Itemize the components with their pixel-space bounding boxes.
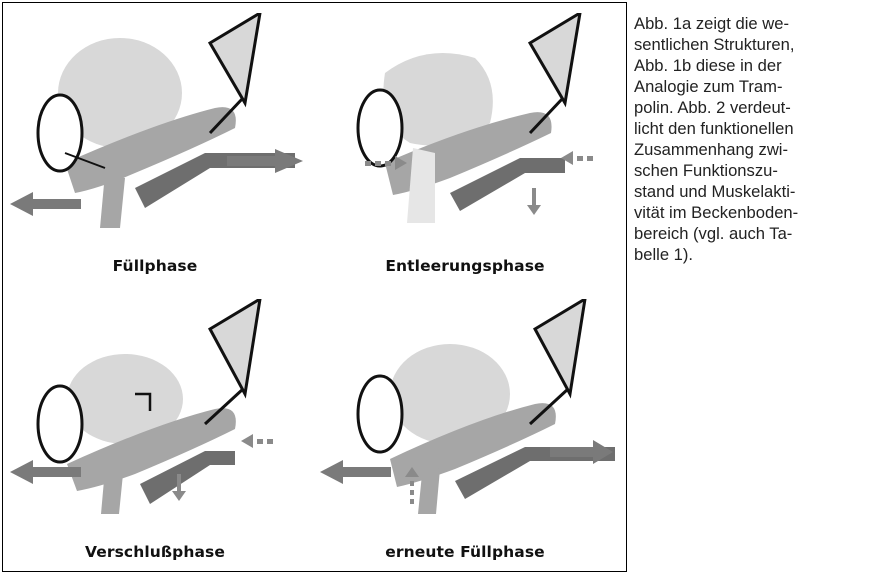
sacrum-wedge [530, 13, 580, 103]
sacrum-wedge [210, 299, 260, 394]
sacrum-wedge [535, 299, 585, 394]
panel-erneute-fuellphase: erneute Füllphase [315, 299, 615, 569]
panel-fuellphase: Füllphase [5, 13, 305, 283]
pubic-bone [358, 90, 402, 166]
arrow-left-head [320, 460, 343, 484]
arrow-left-shaft [33, 199, 81, 209]
figure-frame: Füllphase Entleerungsphase [2, 2, 627, 572]
pubic-bone [38, 386, 82, 462]
panel-label: Verschlußphase [5, 543, 305, 561]
panel-label: erneute Füllphase [315, 543, 615, 561]
arrow-left-shaft [343, 467, 391, 477]
verschlussphase-diagram [5, 299, 305, 529]
panel-verschlussphase: Verschlußphase [5, 299, 305, 569]
body-text: Abb. 1a zeigt die we- sentlichen Struktu… [634, 13, 866, 265]
pubic-bone [38, 95, 82, 171]
arrow-left-head [10, 460, 33, 484]
panel-label: Entleerungsphase [315, 257, 615, 275]
sacrum-wedge [210, 13, 260, 103]
arrow-left-head [10, 192, 33, 216]
fuellphase-diagram [5, 13, 305, 243]
entleerungsphase-diagram [315, 13, 615, 243]
panel-entleerungsphase: Entleerungsphase [315, 13, 615, 283]
arrow-right-head [275, 149, 303, 173]
arrow-right-shaft [550, 447, 595, 457]
arrow-right-shaft [227, 156, 275, 166]
erneute-fuellphase-diagram [315, 299, 615, 529]
arrow-left-shaft [33, 467, 81, 477]
pubic-bone [358, 376, 402, 452]
panel-label: Füllphase [5, 257, 305, 275]
